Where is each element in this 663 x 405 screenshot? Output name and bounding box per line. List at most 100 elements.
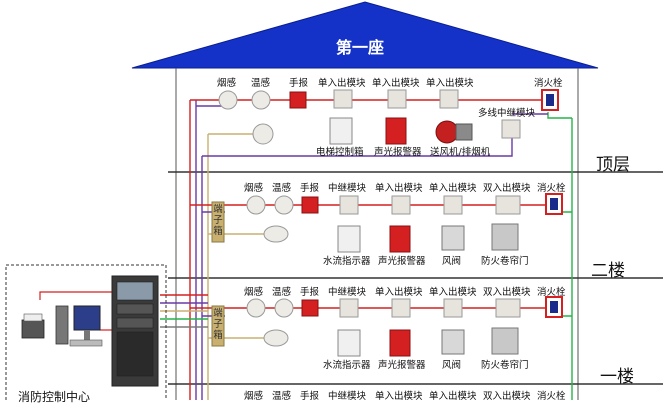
first-io-module-2: [443, 298, 463, 318]
first-smoke-detector: [246, 298, 266, 318]
top-manual-call-point: [289, 91, 307, 109]
elevator-control-box: [329, 117, 353, 145]
top-label-hydrant: 消火栓: [534, 78, 563, 89]
monitor: [73, 305, 101, 331]
top-hydrant-button-core: [546, 94, 554, 106]
first-water-flow-indicator: [337, 329, 361, 357]
cabinet-panel-1: [116, 303, 154, 315]
top-label-module-1: 单入出模块: [318, 78, 366, 89]
top-label-manual: 手报: [289, 78, 309, 89]
top-label-relay: 多线中继模块: [478, 108, 536, 119]
basement-label-manual: 手报: [300, 391, 320, 402]
second-smoke-detector: [246, 195, 266, 215]
first-io-module-1: [391, 298, 411, 318]
second-dual-module: [495, 195, 521, 215]
top-label-heat: 温感: [251, 78, 271, 89]
second-label-relay: 中继模块: [328, 183, 367, 194]
second-io-module-1: [391, 195, 411, 215]
top-label-module-3: 单入出模块: [426, 78, 474, 89]
top-heat-detector: [251, 90, 271, 110]
first-terminal-box: [211, 305, 225, 347]
first-heat-detector: [274, 298, 294, 318]
basement-label-relay: 中继模块: [328, 391, 367, 402]
first-hydrant-button-core: [550, 301, 558, 313]
top-caption-alarm: 声光报警器: [374, 147, 422, 158]
top-relay-module: [501, 119, 521, 139]
control-center-title: 消防控制中心: [18, 390, 91, 404]
top-io-module-3: [439, 89, 459, 109]
top-caption-fan: 送风机/排烟机: [430, 147, 491, 158]
second-label-module-2: 单入出模块: [429, 183, 477, 194]
first-manual-call-point: [301, 299, 319, 317]
cabinet-lower: [116, 331, 154, 377]
second-terminal-label: 端子箱: [213, 204, 223, 237]
top-wire-green: [547, 112, 572, 119]
first-caption-shutter: 防火卷帘门: [481, 360, 529, 371]
roof: [131, 1, 599, 69]
first-label-heat: 温感: [272, 287, 292, 298]
keyboard: [69, 339, 103, 347]
second-label-smoke: 烟感: [244, 183, 264, 194]
control-center-frame: [5, 264, 167, 400]
top-io-module-2: [387, 89, 407, 109]
pc-tower: [55, 305, 69, 345]
cabinet-display: [116, 281, 154, 301]
second-heat-detector: [274, 195, 294, 215]
second-fire-shutter: [491, 223, 519, 251]
basement-label-hydrant: 消火栓: [537, 391, 566, 402]
basement-label-module-1: 单入出模块: [375, 391, 423, 402]
second-hydrant-button-core: [550, 198, 558, 210]
basement-label-heat: 温感: [272, 391, 292, 402]
printer: [21, 319, 45, 339]
first-label-module-2: 单入出模块: [429, 287, 477, 298]
first-strobe-alarm: [389, 329, 411, 357]
second-strobe-alarm: [389, 225, 411, 253]
floor-label-first: 一楼: [600, 367, 634, 387]
second-label-dual-module: 双入出模块: [483, 183, 531, 194]
printer-paper: [23, 313, 43, 322]
floor-label-top: 顶层: [596, 155, 630, 175]
second-caption-alarm: 声光报警器: [378, 256, 426, 267]
second-water-flow-indicator: [337, 225, 361, 253]
first-label-hydrant: 消火栓: [537, 287, 566, 298]
top-io-module-1: [333, 89, 353, 109]
top-smoke-detector: [218, 90, 238, 110]
second-caption-damper: 风阀: [442, 256, 462, 267]
first-label-relay: 中继模块: [328, 287, 367, 298]
top-wire-purple-b: [202, 130, 513, 157]
first-caption-damper: 风阀: [442, 360, 462, 371]
first-caption-alarm: 声光报警器: [378, 360, 426, 371]
first-terminal-label: 端子箱: [213, 308, 223, 341]
building-title: 第一座: [335, 38, 384, 57]
second-io-module-2: [443, 195, 463, 215]
top-label-smoke: 烟感: [217, 78, 237, 89]
second-label-hydrant: 消火栓: [537, 183, 566, 194]
top-caption-elevator: 电梯控制箱: [316, 147, 364, 158]
first-dual-module: [495, 298, 521, 318]
first-relay-module: [339, 298, 359, 318]
first-label-manual: 手报: [300, 287, 320, 298]
first-label-smoke: 烟感: [244, 287, 264, 298]
second-caption-shutter: 防火卷帘门: [481, 256, 529, 267]
first-damper: [441, 329, 465, 355]
floor-label-second: 二楼: [591, 261, 625, 281]
second-relay-module: [339, 195, 359, 215]
top-label-module-2: 单入出模块: [372, 78, 420, 89]
second-damper: [441, 225, 465, 251]
second-label-manual: 手报: [300, 183, 320, 194]
second-manual-call-point: [301, 196, 319, 214]
exhaust-fan: [435, 120, 459, 144]
basement-label-module-2: 单入出模块: [429, 391, 477, 402]
first-label-dual-module: 双入出模块: [483, 287, 531, 298]
second-label-heat: 温感: [272, 183, 292, 194]
first-label-module-1: 单入出模块: [375, 287, 423, 298]
second-label-module-1: 单入出模块: [375, 183, 423, 194]
cc-printer-wire: [39, 291, 112, 300]
second-sounder: [263, 225, 289, 243]
first-sounder: [263, 329, 289, 347]
first-caption-water-flow: 水流指示器: [323, 360, 371, 371]
second-terminal-box: [211, 201, 225, 243]
exhaust-fan-motor: [455, 123, 473, 141]
